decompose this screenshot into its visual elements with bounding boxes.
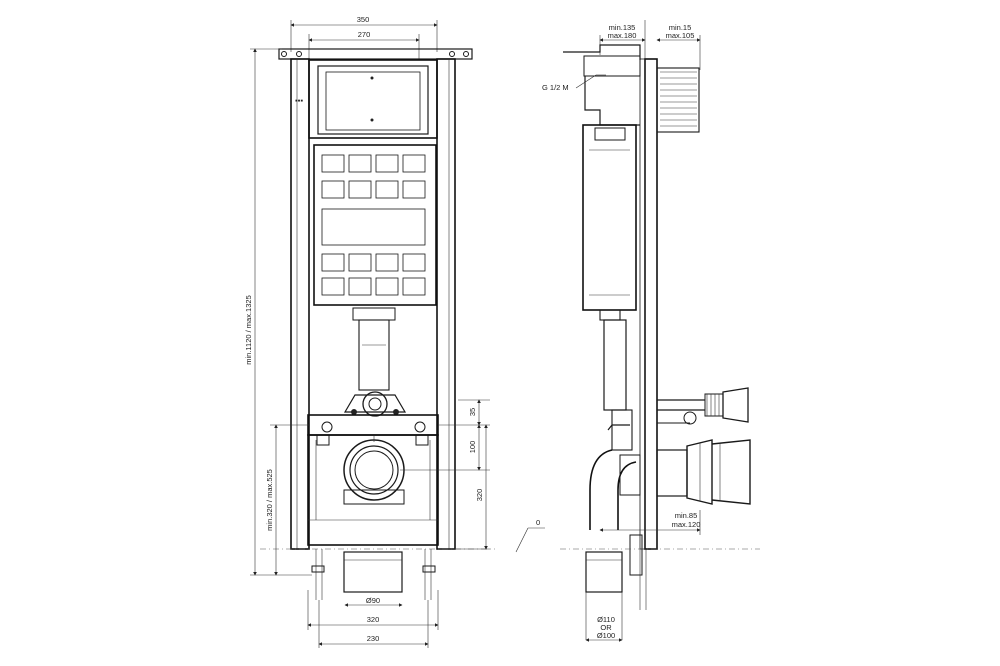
side-view: min.135 max.180 min.15 max.105 G 1/2 M (542, 20, 760, 642)
dim-bottom-max: max.120 (672, 520, 701, 529)
dim-width-inner: 270 (358, 30, 371, 39)
dim-pipe-110: Ø110 (597, 615, 615, 624)
front-view: 350 270 ▪▪▪ (244, 15, 545, 648)
dim-angle: 0 (536, 518, 540, 527)
dim-35: 35 (468, 408, 477, 416)
dim-depth-top-min: min.135 (609, 23, 636, 32)
svg-text:▪▪▪: ▪▪▪ (295, 96, 303, 105)
dim-height-bracket: min.320 / max.525 (265, 469, 274, 531)
dim-flush-max: max.105 (666, 31, 695, 40)
dim-flush-min: min.15 (669, 23, 692, 32)
thread-label: G 1/2 M (542, 83, 569, 92)
dim-bottom-320: 320 (367, 615, 380, 624)
dim-height-total: min.1120 / max.1325 (244, 295, 253, 365)
dim-bottom-min: min.85 (675, 511, 698, 520)
dim-100: 100 (468, 441, 477, 454)
dim-diameter-90: Ø90 (366, 596, 380, 605)
dim-pipe-100: Ø100 (597, 631, 615, 640)
dim-depth-top-max: max.180 (608, 31, 637, 40)
dim-bottom-230: 230 (367, 634, 380, 643)
dim-width-outer: 350 (357, 15, 370, 24)
dim-pipe-or: OR (600, 623, 612, 632)
dim-320-right: 320 (475, 489, 484, 502)
